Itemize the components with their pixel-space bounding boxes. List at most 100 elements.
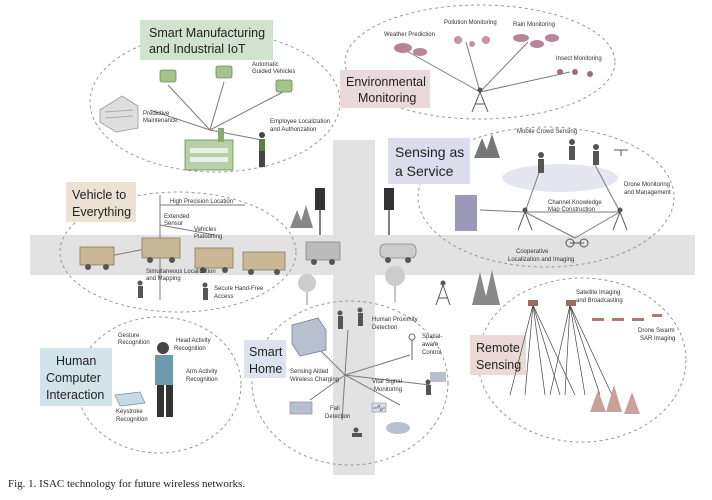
van-icon [305,241,341,265]
car-icon [379,243,417,263]
satellite-icon [528,300,576,306]
label-secure-access: Secure Hand-Free [214,286,264,292]
warehouse-icon [99,95,139,133]
label-fall-detection: Detection [325,414,350,420]
vehicle-icon [79,246,115,270]
label-mapping: and Mapping [146,276,181,282]
environmental-title-2: Monitoring [358,91,416,105]
hci-cluster: Human Computer Interaction Gesture Recog… [40,333,218,423]
remote-sensing-cluster: Remote Sensing Satellite Imaging and Bro… [470,290,675,414]
round-tree-icon [298,266,405,305]
pedestrian-icon [538,139,599,173]
sensing-service-title-1: Sensing as [395,144,464,160]
environmental-title-box [340,70,430,108]
heartbeat-icon [371,402,387,413]
sensing-service-region [417,126,675,268]
tower-icon [435,280,451,306]
desk-person-icon [425,372,446,395]
label-guided-vehicles: Guided Vehicles [252,69,295,75]
keyboard-icon [114,391,146,407]
label-head-recognition: Recognition [174,346,206,352]
label-cooperative: Cooperative [516,249,549,255]
drone-icon [614,149,628,156]
bicycle-icon [565,238,589,248]
person-icon [337,307,363,329]
label-access: Access [214,294,233,300]
label-slam: Simultaneous Localization [146,269,216,275]
label-map-construction: Map Construction [548,207,595,213]
label-control: Control [422,350,441,356]
remote-sensing-title-2: Sensing [476,358,521,372]
environmental-title-1: Environmental [346,75,426,89]
tower-icon [517,207,533,231]
remote-sensing-region [477,277,687,443]
label-automatic: Automatic [252,62,279,68]
truck-icon [242,251,286,275]
smart-home-cluster: Smart Home [244,307,446,437]
smart-manufacturing-title-2: and Industrial IoT [149,42,246,56]
label-insect: Insect Monitoring [556,56,602,62]
hci-title-box [40,348,112,406]
traffic-light-icon [384,188,394,235]
robot-icon [159,69,177,83]
trees-icon [290,205,500,305]
drone-swarm-icon [592,314,662,321]
rain-clouds-icon [513,34,559,48]
label-vital-signal: Vital Signal [372,379,402,385]
label-drone-swarm: Drone Swarm [638,328,675,334]
label-platooning: Platooning [194,234,222,240]
v2x-region [59,191,297,313]
building-icon [455,195,477,231]
hci-title-2: Computer [46,371,101,385]
label-keystroke: Keystroke [116,409,143,415]
remote-sensing-title-1: Remote [476,341,520,355]
v2x-cluster: Vehicle to Everything High Precisi [66,182,286,300]
person-icon [155,342,173,417]
label-broadcasting: and Broadcasting [576,298,623,304]
sensing-service-cluster: Sensing as a Service [388,129,671,263]
sensing-service-title-2: a Service [395,163,454,179]
label-channel-knowledge: Channel Knowledge [548,200,602,206]
label-detection: Detection [372,325,397,331]
insect-icon [557,69,593,77]
hci-title-3: Interaction [46,388,104,402]
smart-manufacturing-title-1: Smart Manufacturing [149,26,265,40]
label-predictive: Predictive [143,111,170,117]
forest-icon [590,385,640,414]
label-gesture-recognition: Recognition [118,340,150,346]
label-rain: Rain Monitoring [513,22,555,28]
label-satellite-imaging: Satellite Imaging [576,290,620,296]
robot-icon [275,79,293,93]
label-pollution: Pollution Monitoring [444,20,497,26]
trees-icon [474,134,500,158]
label-drone-management: and Management [624,190,671,196]
label-sensing-aided: Sensing Aided [290,369,328,375]
smart-home-title-1: Smart [249,345,283,359]
tower-icon [612,207,628,231]
label-human-proximity: Human Proximity [372,317,418,323]
figure-caption: Fig. 1. ISAC technology for future wirel… [8,478,246,490]
label-maintenance: Maintenance. [143,118,179,124]
label-monitoring: Monitoring [374,387,402,393]
label-wireless-charging: Wireless Charging [290,377,339,383]
environmental-cluster: Environmental Monitoring Weather Predict… [340,20,602,113]
label-authorization: and Authorization [270,127,316,133]
label-mobile-crowd: Mobile Crowd Sensing [517,129,577,135]
crowd-area [502,164,618,192]
vehicle-icon [194,247,234,273]
smart-manufacturing-title-box [140,20,273,60]
sensing-service-title-box [388,138,470,184]
beanbag-icon [386,422,410,434]
label-high-precision: High Precision Location [170,199,233,205]
smart-manufacturing-cluster: Smart Manufacturing and Industrial IoT [99,20,330,171]
environmental-region [344,4,616,120]
label-vehicles: Vehicles [194,227,216,233]
vehicle-icon [141,237,181,263]
label-drone-monitoring: Drone Monitoring [624,182,670,188]
label-employee-localization: Employee Localization [270,119,330,125]
factory-icon [184,128,234,171]
label-gesture: Gesture [118,333,140,339]
employee-icon [259,132,265,167]
pollution-icon [454,36,490,47]
